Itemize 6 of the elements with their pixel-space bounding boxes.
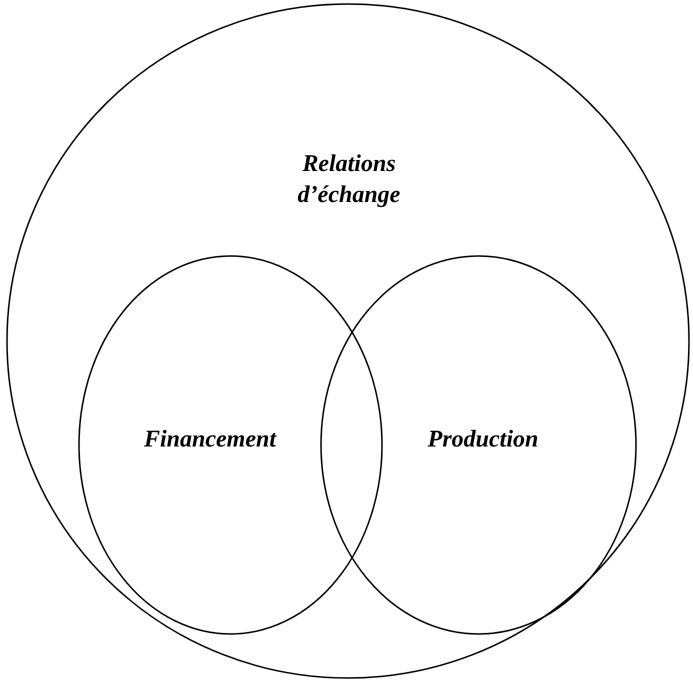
venn-ellipse xyxy=(320,255,637,635)
ellipse-label: Production xyxy=(428,426,538,454)
ellipse-label: Financement xyxy=(144,426,276,454)
venn-ellipse xyxy=(6,3,690,679)
venn-ellipse xyxy=(78,255,383,635)
ellipse-label: Relations d’échange xyxy=(296,150,402,210)
